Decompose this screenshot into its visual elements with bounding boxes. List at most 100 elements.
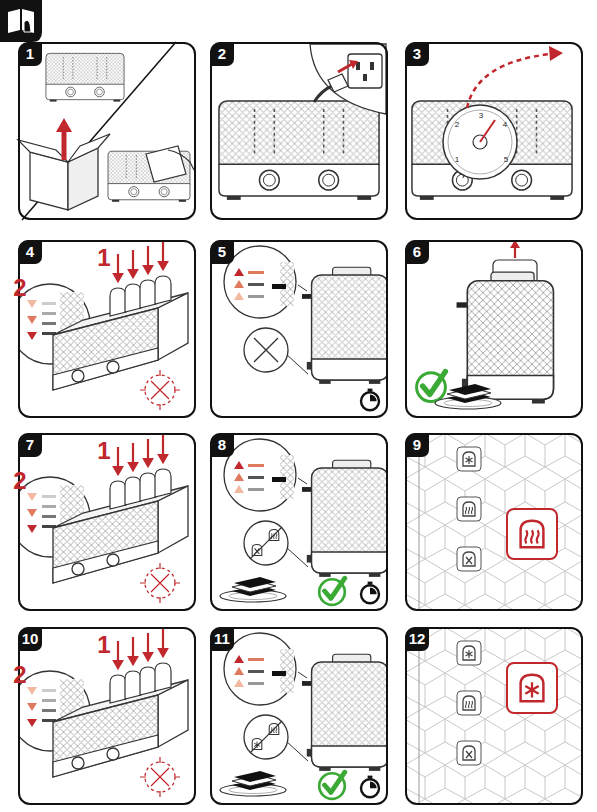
step-panel: 3 (405, 42, 583, 220)
manual-icon (0, 0, 42, 42)
reheat-icon (463, 502, 475, 516)
step-number: 1 (18, 42, 42, 66)
reheat-icon (269, 723, 279, 734)
step-panel: 2 (210, 42, 388, 220)
dial-number: 5 (504, 156, 508, 164)
button-inset (244, 715, 288, 759)
level-bar (248, 271, 264, 274)
level-triangle (234, 667, 244, 675)
button-zoom (507, 509, 557, 559)
toaster-front (219, 101, 379, 200)
leader-line (286, 354, 308, 374)
toast-plate (435, 384, 501, 409)
defrost-icon (463, 452, 475, 466)
level-triangle (234, 461, 244, 469)
level-bar (248, 682, 264, 685)
split-line (250, 721, 282, 753)
lever (272, 671, 286, 676)
dial-number: 2 (455, 121, 459, 129)
step-number: 1 (97, 246, 110, 270)
unpack-illustration (18, 42, 194, 220)
toaster-side (302, 267, 388, 384)
level-triangle (234, 485, 244, 493)
lever-inset (224, 246, 296, 318)
load-bread-illustration (10, 435, 188, 603)
toaster-side (457, 272, 554, 403)
button (457, 547, 481, 571)
step-number: 9 (405, 433, 429, 457)
reheat-icon (521, 521, 544, 548)
level-triangle (234, 268, 244, 276)
leader-line (298, 672, 307, 678)
toast-plate (220, 771, 286, 796)
edge-line (419, 629, 420, 803)
lever-inset (224, 439, 296, 511)
plug (314, 60, 358, 102)
level-bar (248, 464, 264, 467)
cancel-icon (252, 544, 262, 555)
level-bar (248, 658, 264, 661)
cancel-icon (463, 746, 475, 760)
reheat-icon (463, 696, 475, 710)
step-panel: 8 (210, 433, 388, 611)
timer-icon (361, 582, 379, 604)
button-inset (244, 521, 288, 565)
button (457, 691, 481, 715)
turn-arrow (467, 54, 551, 108)
defrost-icon (521, 675, 544, 702)
reheat-button-illustration (407, 435, 581, 609)
cleaning-cloth (146, 146, 194, 182)
lever (272, 477, 286, 482)
cross-mark (254, 338, 278, 362)
check-mark (319, 578, 345, 605)
no-button-inset (244, 328, 288, 372)
load-bread-illustration (10, 242, 188, 410)
level-triangle (234, 679, 244, 687)
button (457, 741, 481, 765)
leader-line (286, 741, 308, 761)
level-triangle (234, 292, 244, 300)
level-triangle (234, 280, 244, 288)
dial-number: 3 (479, 112, 483, 120)
step-number: 1 (97, 633, 110, 657)
lever (272, 284, 286, 289)
step-panel: 5 (210, 240, 388, 418)
defrost-toasting-illustration (220, 633, 388, 799)
dial-number: 4 (503, 121, 507, 129)
step-panel: 1 (18, 42, 196, 220)
step-number: 3 (405, 42, 429, 66)
step-number: 7 (18, 433, 42, 457)
dial-illustration (412, 46, 572, 200)
toaster-side (302, 460, 388, 577)
toast-ready-illustration (417, 240, 554, 409)
step-number: 1 (97, 439, 110, 463)
step-number: 11 (210, 627, 234, 651)
lattice-background (407, 629, 581, 803)
step-number: 2 (210, 42, 234, 66)
defrost-button-illustration (407, 629, 581, 803)
wall-socket (348, 54, 382, 88)
button (457, 447, 481, 471)
socket-inset (310, 44, 386, 114)
timer-icon (361, 389, 379, 411)
step-panel: 12 (405, 627, 583, 805)
timer-icon (361, 776, 379, 798)
step-panel: 6 (405, 240, 583, 418)
carton-box (18, 118, 110, 210)
browning-dial (443, 105, 517, 179)
step-number: 8 (210, 433, 234, 457)
reheat-icon (269, 529, 279, 540)
level-bar (248, 488, 264, 491)
level-bar (248, 476, 264, 479)
level-bar (248, 670, 264, 673)
level-triangle (234, 655, 244, 663)
reheat-toasting-illustration (220, 439, 388, 605)
toasting-illustration (224, 246, 388, 410)
toaster-front (46, 53, 124, 101)
step-number: 6 (405, 240, 429, 264)
leader-line (298, 285, 307, 291)
toaster-front (412, 101, 572, 200)
